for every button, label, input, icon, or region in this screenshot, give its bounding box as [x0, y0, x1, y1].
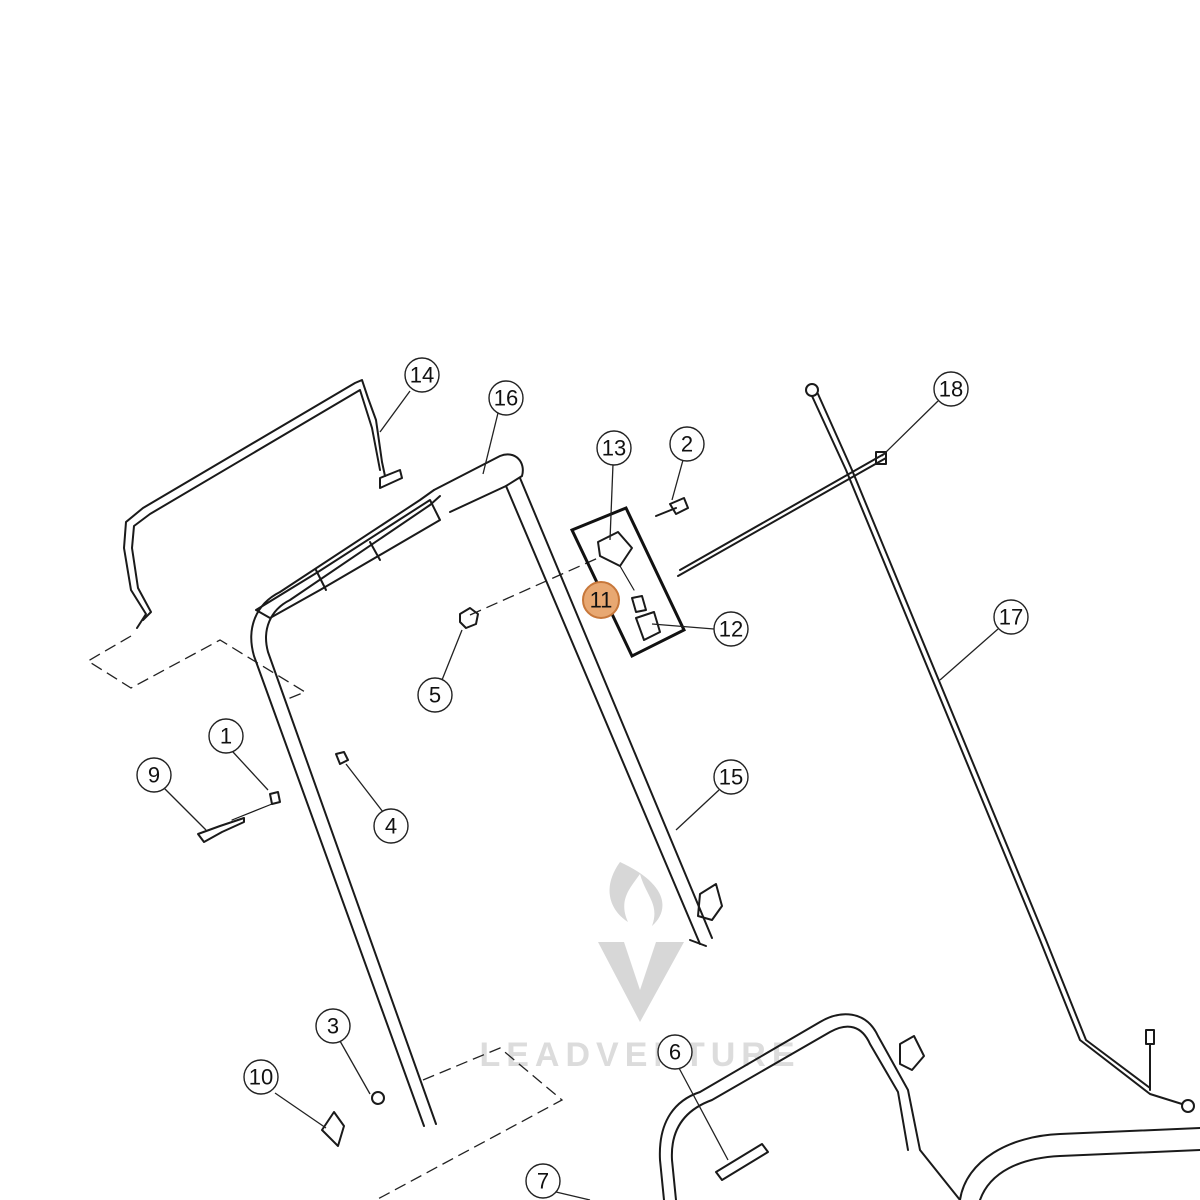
svg-text:17: 17 — [999, 605, 1023, 630]
switch-detail-box — [569, 506, 686, 659]
callout-12[interactable]: 12 — [713, 611, 749, 647]
lower-handle-part — [658, 1013, 1200, 1200]
svg-text:12: 12 — [719, 617, 743, 642]
knob-part-15 — [697, 883, 723, 921]
watermark-logo: LEADVENTURE — [479, 862, 800, 1074]
callout-1[interactable]: 1 — [208, 718, 244, 754]
callout-17[interactable]: 17 — [993, 599, 1029, 635]
svg-text:11: 11 — [590, 588, 613, 613]
callout-7[interactable]: 7 — [525, 1163, 561, 1199]
svg-text:10: 10 — [249, 1065, 273, 1090]
callout-9[interactable]: 9 — [136, 757, 172, 793]
svg-text:1: 1 — [220, 724, 232, 749]
upper-handle-part — [250, 453, 713, 1127]
cable-part-17 — [805, 383, 1195, 1113]
svg-text:13: 13 — [602, 436, 626, 461]
callout-13[interactable]: 13 — [596, 430, 632, 466]
callout-16[interactable]: 16 — [488, 380, 524, 416]
hardware-left — [197, 751, 349, 843]
svg-text:14: 14 — [410, 363, 434, 388]
svg-text:16: 16 — [494, 386, 518, 411]
svg-text:6: 6 — [669, 1040, 681, 1065]
callout-15[interactable]: 15 — [713, 759, 749, 795]
bolt-part-2 — [655, 497, 689, 517]
callout-10[interactable]: 10 — [243, 1059, 279, 1095]
callout-5[interactable]: 5 — [417, 677, 453, 713]
svg-text:15: 15 — [719, 765, 743, 790]
cable-part-18 — [677, 451, 887, 577]
svg-text:4: 4 — [385, 814, 397, 839]
svg-text:3: 3 — [327, 1014, 339, 1039]
bail-handle-part — [123, 379, 403, 629]
svg-text:9: 9 — [148, 763, 160, 788]
leader-lines — [163, 390, 999, 1200]
watermark-text: LEADVENTURE — [479, 1036, 800, 1074]
svg-text:18: 18 — [939, 377, 963, 402]
callout-18[interactable]: 18 — [933, 371, 969, 407]
callout-14[interactable]: 14 — [404, 357, 440, 393]
knob-part-10 — [321, 1091, 385, 1147]
callout-3[interactable]: 3 — [315, 1008, 351, 1044]
callout-6[interactable]: 6 — [657, 1034, 693, 1070]
svg-text:5: 5 — [429, 683, 441, 708]
callout-4[interactable]: 4 — [373, 808, 409, 844]
callout-11-highlighted[interactable]: 11 — [582, 581, 620, 619]
assembly-lines — [86, 557, 599, 1200]
nut-part-5 — [459, 607, 479, 629]
callout-2[interactable]: 2 — [669, 426, 705, 462]
svg-text:7: 7 — [537, 1169, 549, 1194]
svg-text:2: 2 — [681, 432, 693, 457]
